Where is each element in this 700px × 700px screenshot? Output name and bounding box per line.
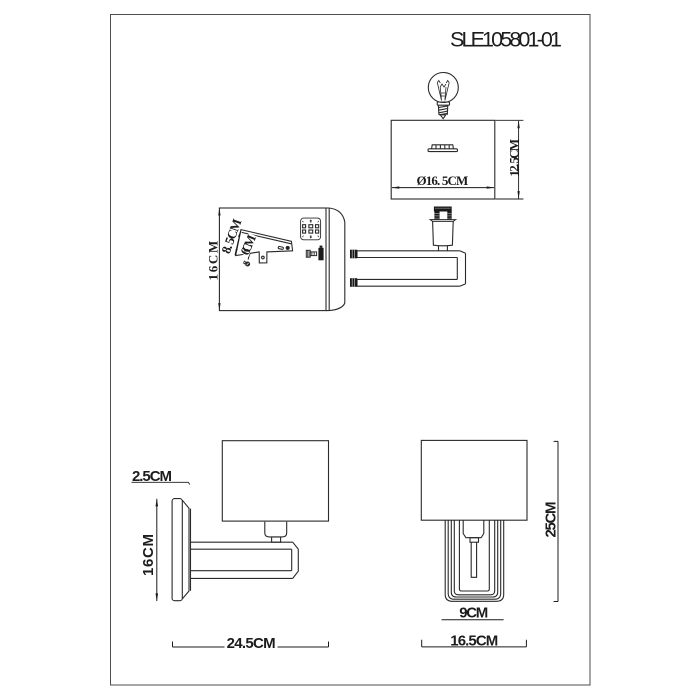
svg-text:16.5CM: 16.5CM: [450, 633, 498, 650]
svg-text:25CM: 25CM: [542, 502, 559, 538]
svg-text:12. 5CM: 12. 5CM: [507, 139, 522, 177]
svg-text:16CM: 16CM: [140, 534, 157, 576]
svg-text:SLE105801-01: SLE105801-01: [450, 28, 562, 52]
svg-text:24.5CM: 24.5CM: [227, 635, 276, 652]
svg-text:9CM: 9CM: [459, 604, 488, 621]
svg-text:16CM: 16CM: [206, 241, 221, 281]
svg-text:2.5CM: 2.5CM: [132, 468, 172, 485]
svg-text:Ø16. 5CM: Ø16. 5CM: [417, 173, 469, 188]
